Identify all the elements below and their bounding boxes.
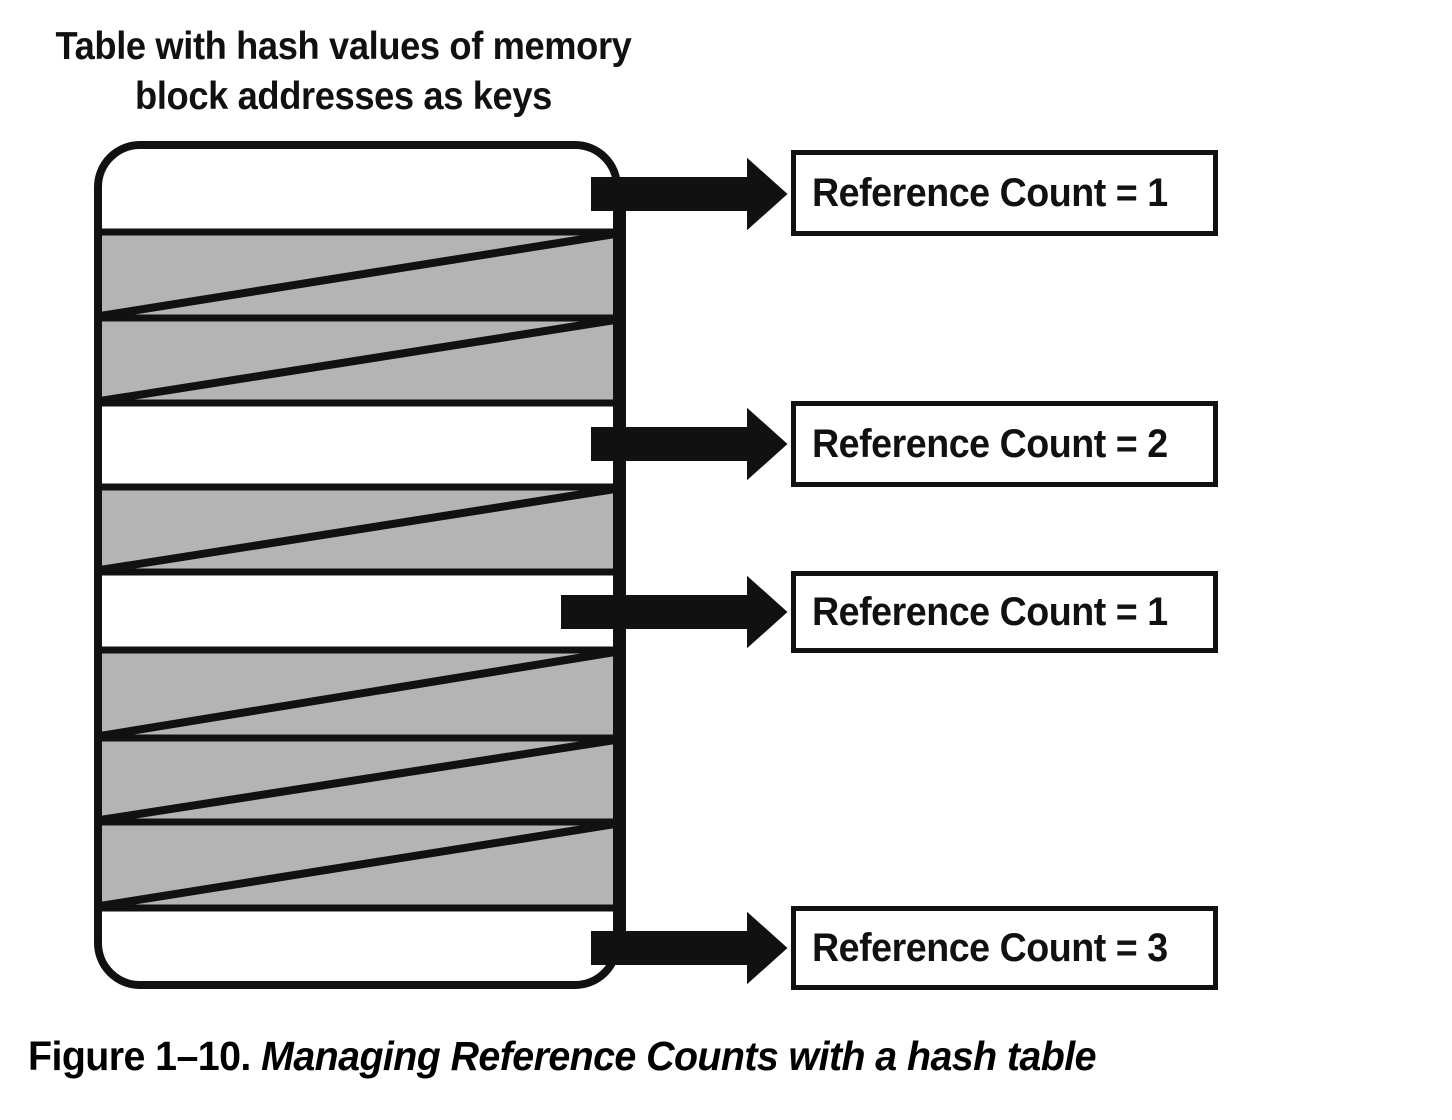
figure-caption: Figure 1–10. Managing Reference Counts w… <box>28 1033 1372 1080</box>
table-heading-line-2: block addresses as keys <box>135 74 552 118</box>
table-heading-line-1: Table with hash values of memory <box>55 25 632 68</box>
hash-table-rows <box>98 145 617 985</box>
ref-count-label: Reference Count = 2 <box>812 421 1168 466</box>
row-slash-icon <box>99 736 616 824</box>
row-slash-icon <box>99 648 616 740</box>
arrow-icon <box>561 575 788 649</box>
table-row <box>98 403 617 487</box>
table-row <box>98 572 617 650</box>
hash-table-outline <box>94 141 621 989</box>
arrow-icon <box>591 407 788 481</box>
ref-count-label: Reference Count = 3 <box>812 925 1168 970</box>
row-slash-icon <box>99 316 616 405</box>
ref-count-label: Reference Count = 1 <box>812 589 1168 634</box>
table-row <box>98 908 617 985</box>
figure-number: Figure 1–10. <box>28 1033 251 1079</box>
arrow-to-ref-2 <box>591 407 788 481</box>
arrow-icon <box>591 911 788 985</box>
table-heading: Table with hash values of memory block a… <box>18 22 669 122</box>
row-slash-icon <box>99 820 616 910</box>
ref-count-box-2[interactable]: Reference Count = 2 <box>791 401 1218 487</box>
row-slash-icon <box>99 485 616 574</box>
row-separators <box>98 228 617 912</box>
ref-count-label: Reference Count = 1 <box>812 170 1168 215</box>
ref-count-box-3[interactable]: Reference Count = 1 <box>791 571 1218 653</box>
ref-count-box-4[interactable]: Reference Count = 3 <box>791 906 1218 990</box>
arrow-icon <box>591 157 788 231</box>
arrow-to-ref-4 <box>591 911 788 985</box>
row-slash-icon <box>99 230 616 320</box>
arrow-to-ref-3 <box>561 575 788 649</box>
table-row <box>98 145 617 232</box>
figure-title: Managing Reference Counts with a hash ta… <box>250 1033 1096 1079</box>
arrow-to-ref-1 <box>591 157 788 231</box>
ref-count-box-1[interactable]: Reference Count = 1 <box>791 150 1218 236</box>
